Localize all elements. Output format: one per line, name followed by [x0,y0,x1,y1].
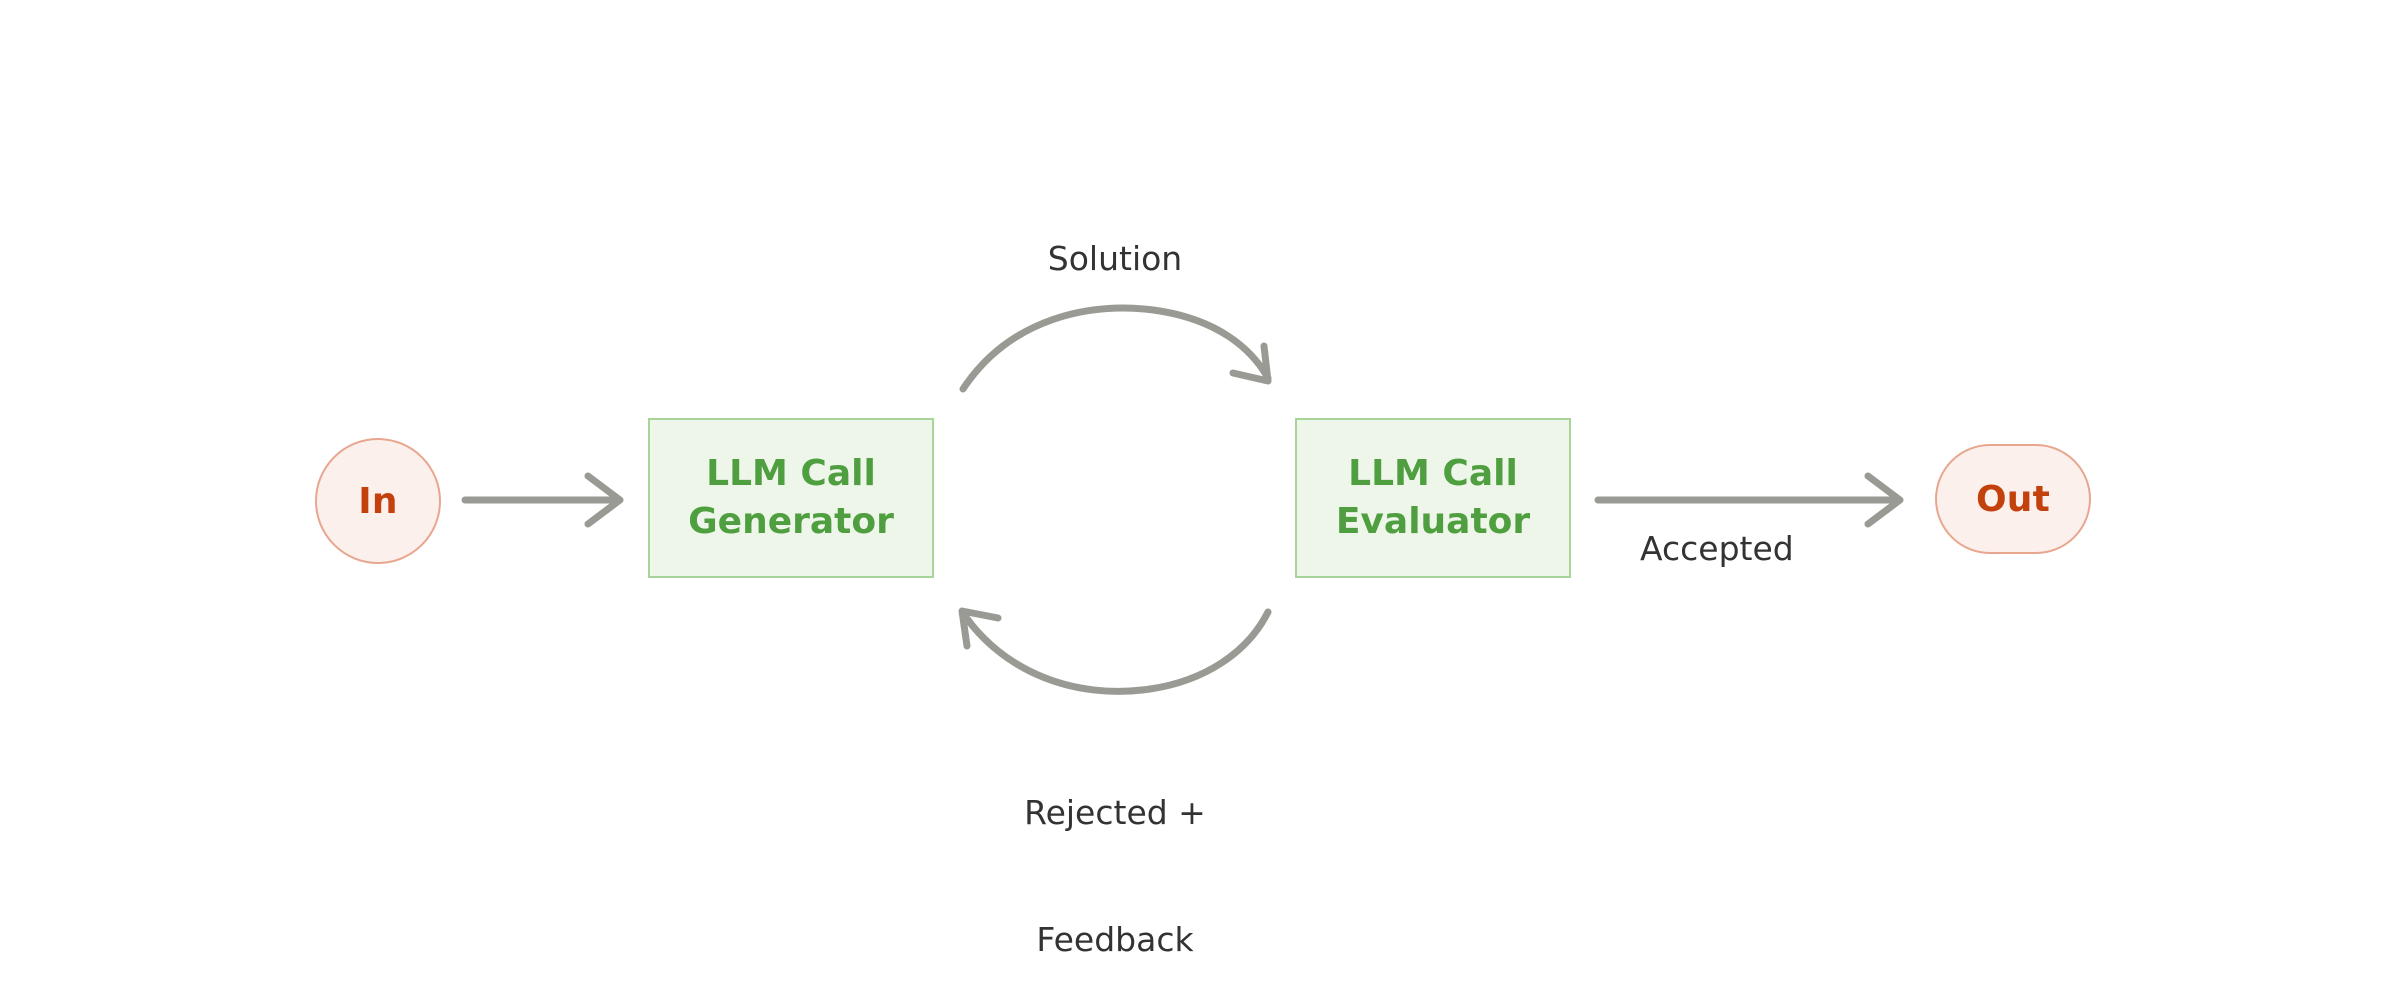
node-output-label: Out [1975,478,2051,520]
edge-label-rejected-line2: Feedback [1036,920,1194,960]
node-input-label: In [358,480,398,522]
edge-in-to-generator [461,472,624,528]
node-output[interactable]: Out [1935,444,2091,554]
edge-evaluator-to-generator [958,607,1272,695]
node-input[interactable]: In [315,438,441,564]
node-evaluator-label-line1: LLM Call [1348,453,1518,495]
edge-generator-to-evaluator [959,304,1272,393]
edge-evaluator-to-out [1594,472,1904,528]
edge-label-rejected-feedback: Rejected + Feedback [990,708,1240,1000]
edge-label-accepted: Accepted [1640,529,1794,568]
edge-label-solution: Solution [1047,239,1183,278]
node-generator-label-line2: Generator [688,501,894,542]
node-generator-label-line1: LLM Call [706,453,876,495]
node-llm-call-generator[interactable]: LLM Call Generator [648,418,934,578]
node-llm-call-evaluator[interactable]: LLM Call Evaluator [1295,418,1571,578]
edge-label-rejected-line1: Rejected + [1024,793,1206,833]
node-evaluator-label-line2: Evaluator [1335,501,1531,542]
